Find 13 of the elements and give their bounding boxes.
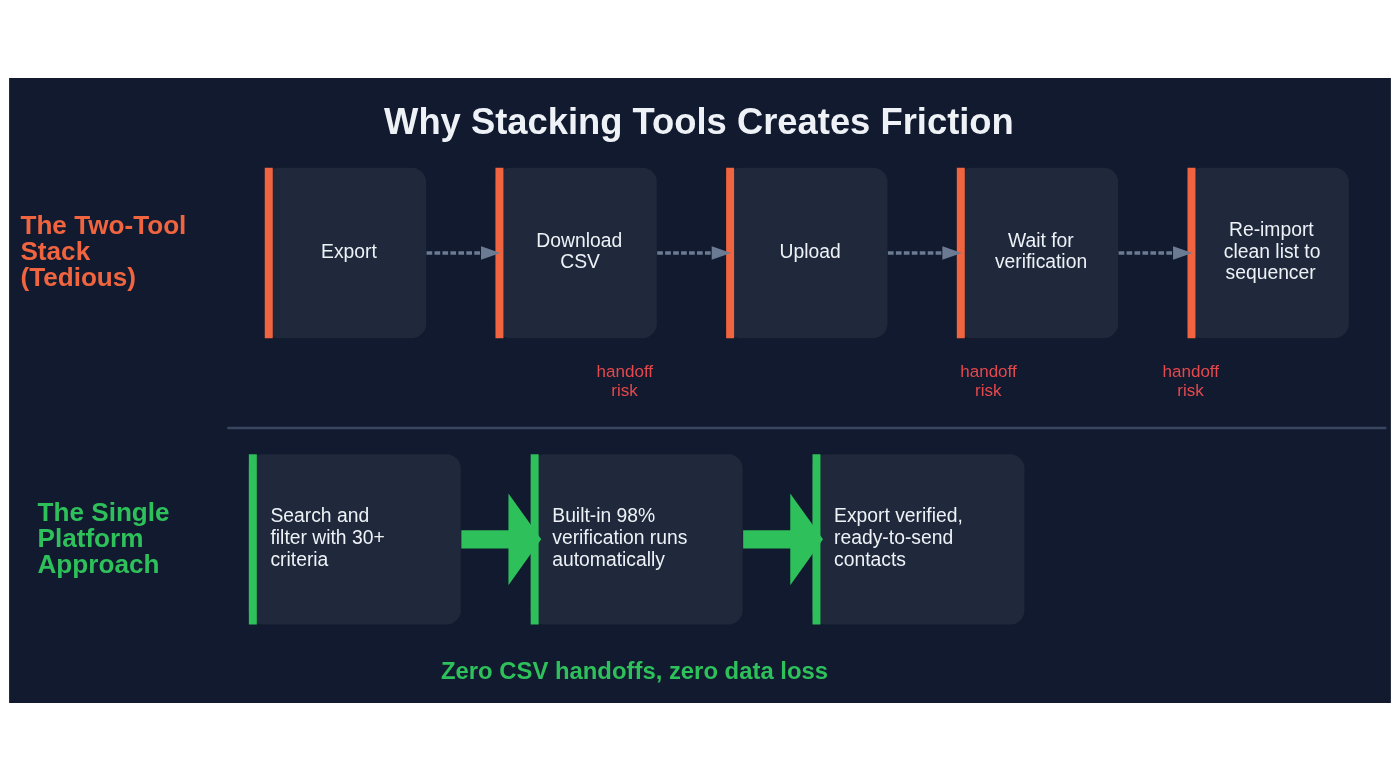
label: The Two-Tool Stack (Tedious): [20, 210, 187, 293]
label: Zero CSV handoffs, zero data loss: [440, 657, 829, 685]
arrow: [1118, 246, 1193, 260]
label: handoff risk: [960, 361, 1017, 401]
arrow: [887, 246, 962, 260]
arrow: [743, 493, 824, 586]
arrow: [426, 246, 501, 260]
diagram-title: Why Stacking Tools Creates Friction: [384, 100, 1014, 142]
label: handoff risk: [1162, 361, 1220, 401]
arrow: [657, 246, 732, 260]
label: handoff risk: [596, 361, 654, 401]
label: The Single Platform Approach: [37, 496, 170, 579]
arrow: [461, 493, 542, 586]
